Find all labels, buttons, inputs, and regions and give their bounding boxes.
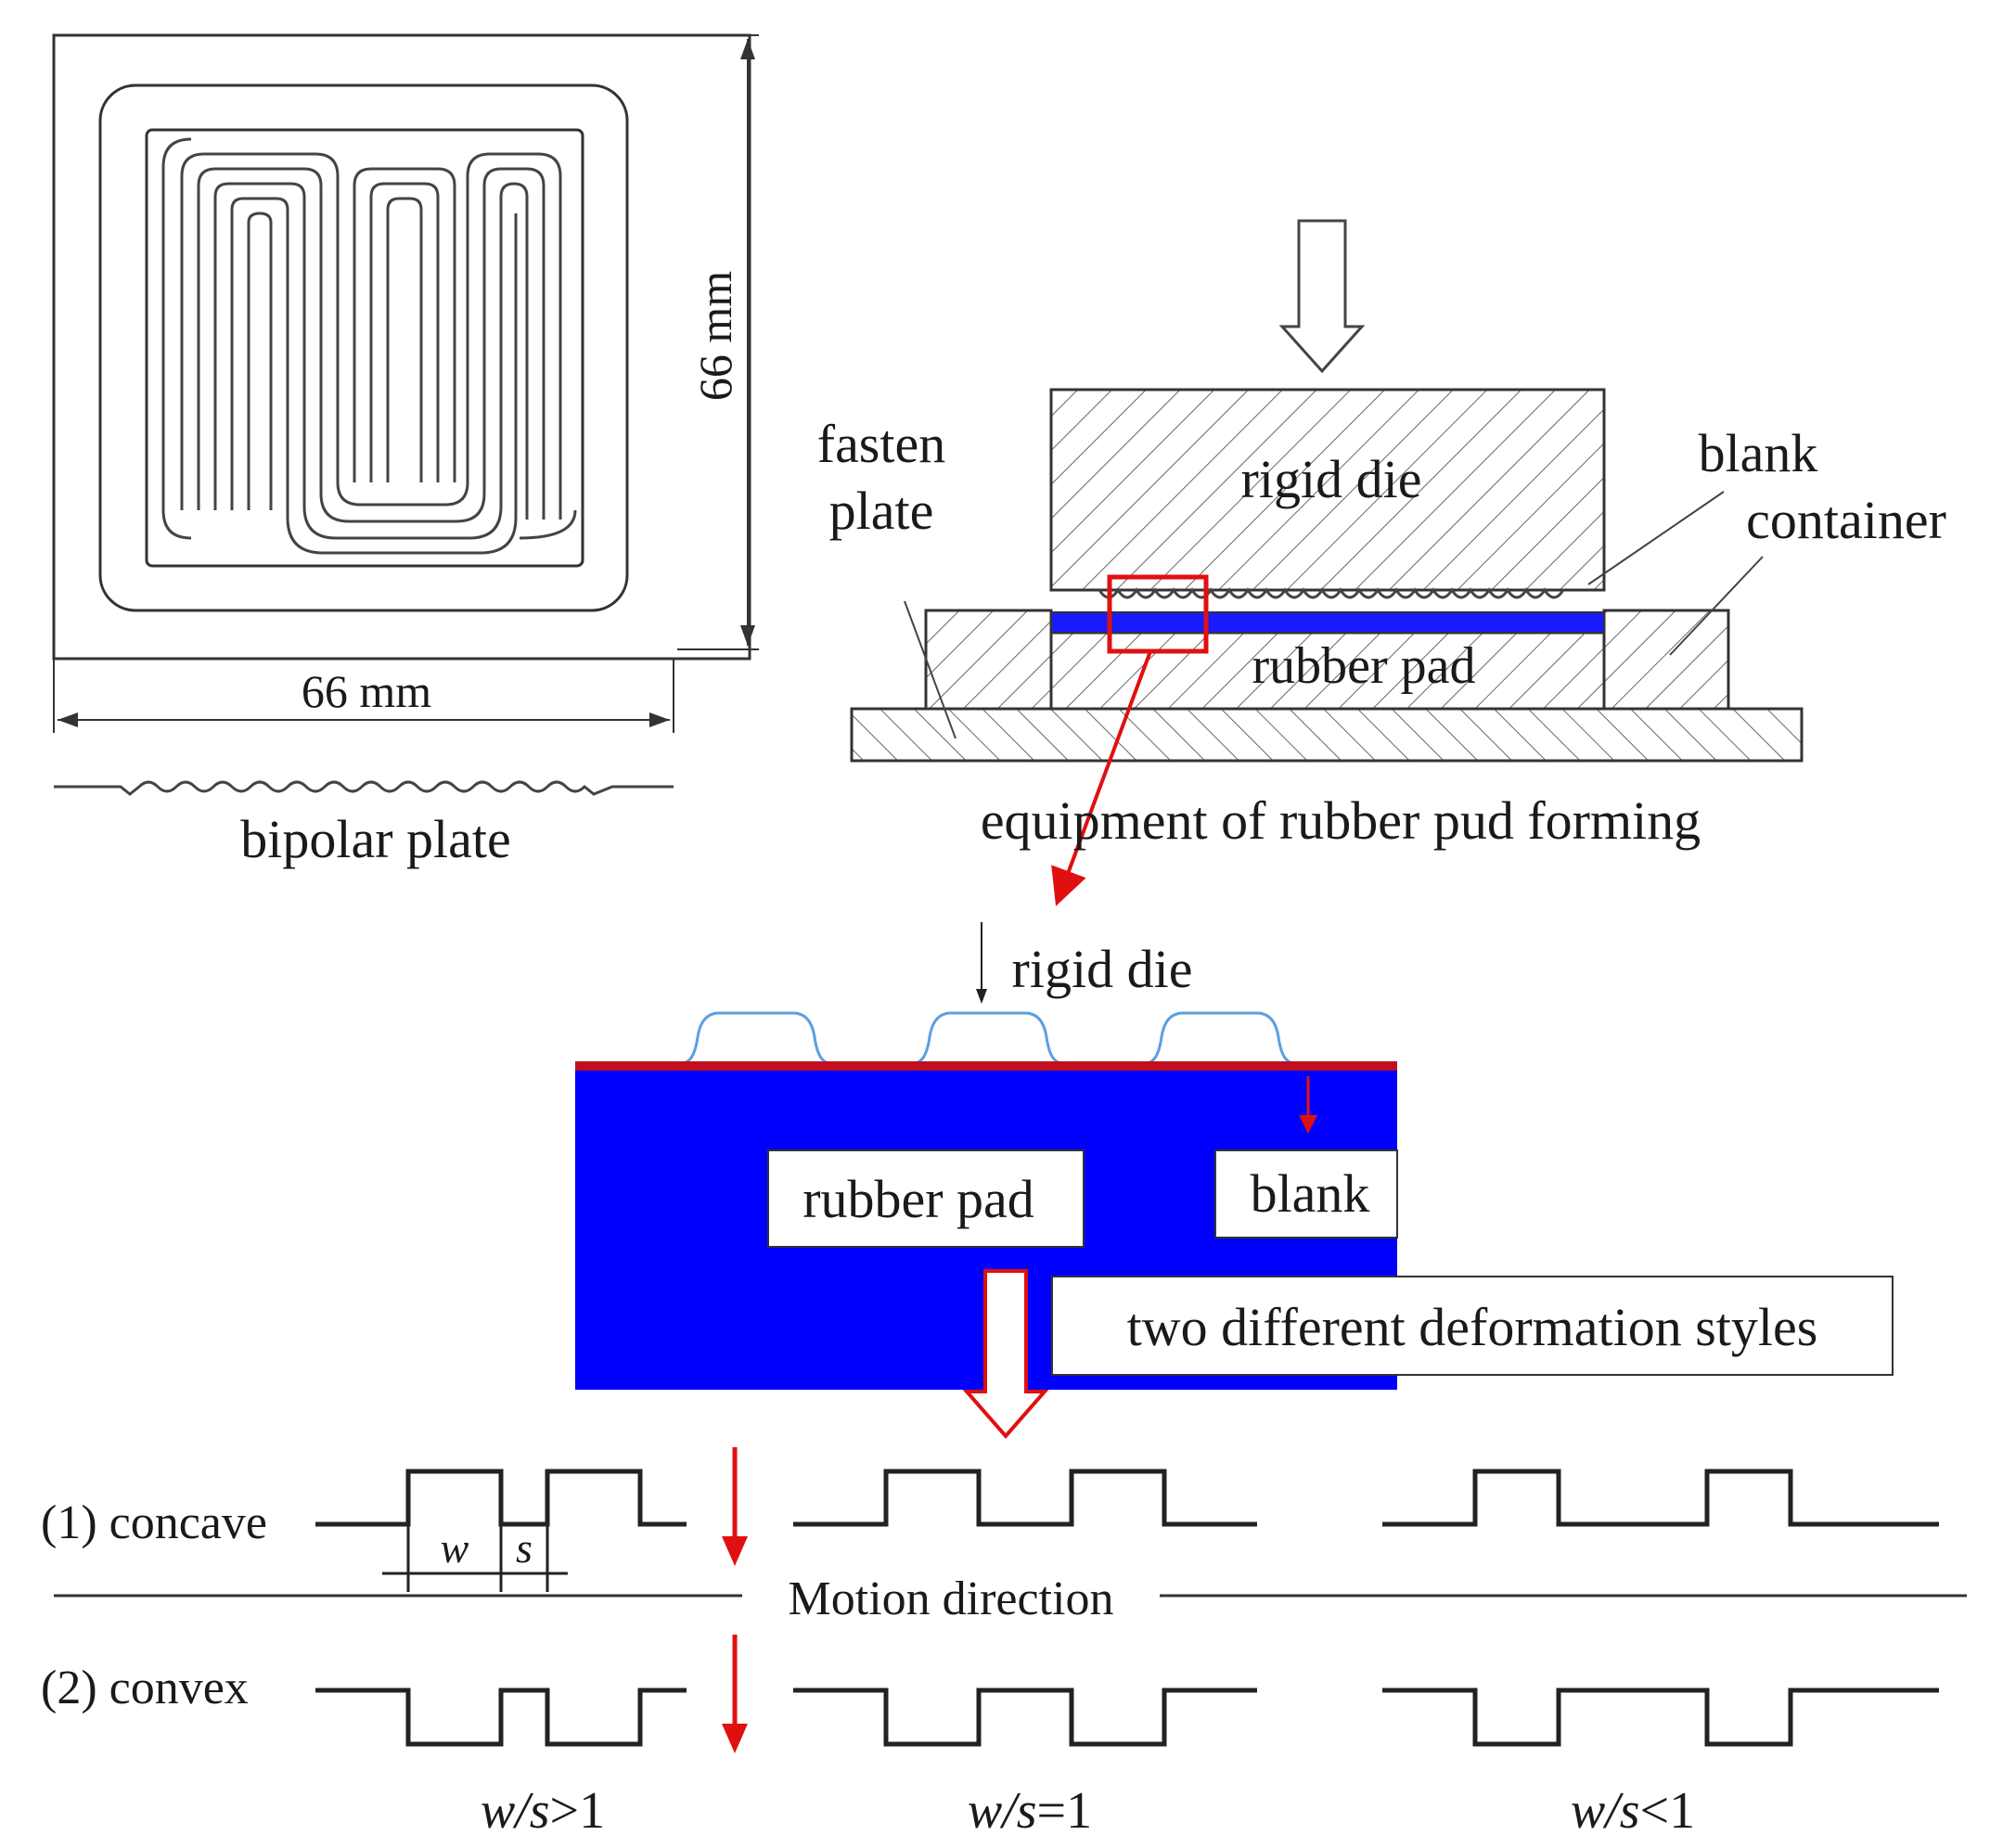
- convex-profile-3: [1382, 1688, 1939, 1747]
- blank-pointer-head: [1299, 1115, 1317, 1134]
- deformation-label-box: [1051, 1276, 1894, 1376]
- concave-profile-2: [793, 1469, 1257, 1527]
- deformation-styles: (1) concave (2) convex w s Motion direct…: [41, 1447, 1967, 1840]
- detail-rubber-pad-label: rubber pad: [802, 1169, 1034, 1229]
- zoom-arrow: [1051, 650, 1152, 906]
- rubber-pad-blue-layer: [1050, 611, 1605, 634]
- plate-outline: [52, 33, 751, 661]
- die-bumps: [681, 1011, 1295, 1065]
- ratio-label-2: w/s=1: [968, 1782, 1092, 1840]
- ws-dimension: [382, 1471, 568, 1592]
- convex-label: (2) convex: [41, 1662, 249, 1714]
- bipolar-plate-diagram: 66 mm 66 mm bipolar plate: [52, 33, 759, 869]
- rubber-pad-label: rubber pad: [1252, 637, 1475, 695]
- width-dim-arrow-right: [649, 712, 670, 727]
- plate-profile: [54, 780, 674, 796]
- detail-rigid-die-label: rigid die: [1012, 939, 1193, 999]
- serpentine-channels: [161, 137, 577, 555]
- deformation-arrow: [962, 1269, 1049, 1440]
- motion-direction-label: Motion direction: [789, 1572, 1114, 1625]
- width-dim-label: 66 mm: [302, 665, 431, 717]
- blank-label-box: [1214, 1149, 1398, 1238]
- blank-label: blank: [1699, 423, 1818, 483]
- w-label: w: [441, 1524, 469, 1572]
- s-label: s: [516, 1524, 533, 1572]
- detail-blank-sheet: [575, 1061, 1397, 1071]
- forming-equipment-diagram: rigid die rubber pad fasten plate blank …: [817, 219, 1946, 906]
- deformation-label: two different deformation styles: [1127, 1297, 1818, 1357]
- container-leader: [1669, 556, 1764, 656]
- fasten-label-line1: fasten: [817, 414, 946, 474]
- motion-arrowhead-1: [722, 1536, 748, 1566]
- fasten-label-line2: plate: [829, 481, 934, 541]
- height-dim-arrow-bottom: [740, 625, 755, 646]
- flow-field-border: [145, 128, 584, 568]
- width-dim-arrow-left: [58, 712, 78, 727]
- fasten-leader: [904, 600, 956, 739]
- concave-profile-3: [1382, 1469, 1939, 1527]
- blank-container-block: [1602, 609, 1730, 711]
- concave-label: (1) concave: [41, 1496, 267, 1549]
- container-label: container: [1746, 490, 1946, 550]
- rubber-pad-label-box: [767, 1149, 1085, 1248]
- rigid-die-block: [1049, 388, 1606, 592]
- bipolar-plate-caption: bipolar plate: [240, 809, 511, 869]
- plate-inner-border: [98, 83, 629, 612]
- base-plate: [850, 707, 1804, 763]
- height-dim-label: 66 mm: [689, 271, 741, 401]
- press-arrow: [1278, 219, 1366, 374]
- fasten-plate-block: [924, 609, 1053, 711]
- equipment-caption: equipment of rubber pud forming: [981, 790, 1701, 851]
- blank-leader: [1587, 491, 1725, 585]
- zoom-box: [1107, 574, 1209, 654]
- convex-profile-2: [793, 1688, 1257, 1747]
- detail-die-arrowhead: [976, 989, 987, 1004]
- detail-diagram: rigid die rubber pad blank two different…: [575, 922, 1894, 1440]
- detail-blank-label: blank: [1251, 1163, 1370, 1224]
- motion-arrowhead-2: [722, 1724, 748, 1753]
- height-dim-arrow-top: [740, 39, 755, 59]
- die-wavy-surface: [1098, 587, 1565, 599]
- ratio-label-1: w/s>1: [481, 1782, 605, 1840]
- convex-profile-1: [315, 1688, 687, 1747]
- ratio-label-3: w/s<1: [1571, 1782, 1695, 1840]
- rigid-die-label: rigid die: [1241, 449, 1422, 509]
